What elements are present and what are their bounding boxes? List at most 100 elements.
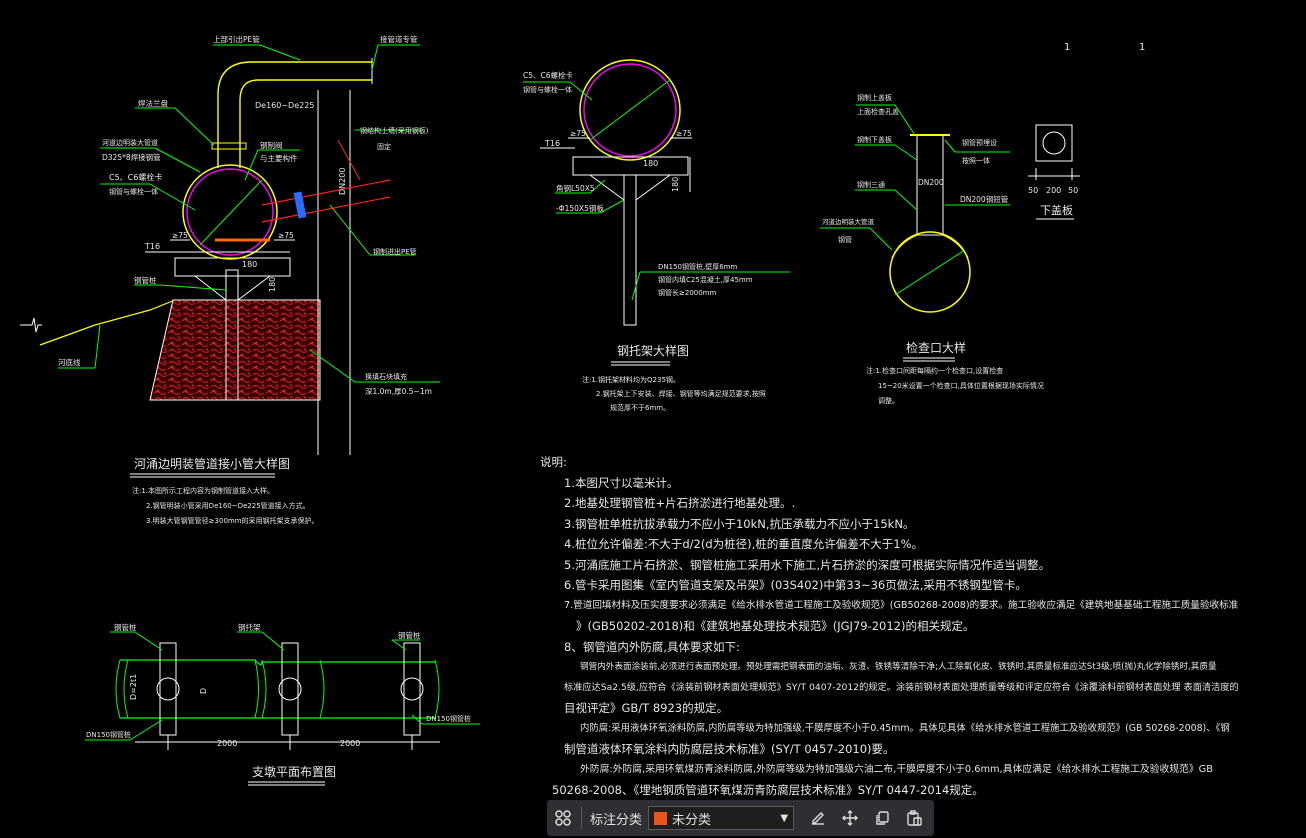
label-sleeve: 河道边明装大管道 xyxy=(102,138,158,147)
detail-e-support-plan[interactable]: 钢管桩 钢托架 钢管桩 D=2t1 D DN150钢管桩 DN150钢管桩 20… xyxy=(85,622,480,786)
grid-icon[interactable] xyxy=(547,802,579,834)
label-pipe-top: 上部引出PE管 xyxy=(213,34,260,44)
detail-b-note-2: 2.钢托架上下安装、焊接、钢管等均满足规范要求,按照 xyxy=(596,389,766,398)
detail-c-inspection-port[interactable]: 钢制上盖板 上面检查孔盖 钢制下盖板 钢制三通 河道边明装大管道 钢管 钢管预埋… xyxy=(820,93,1044,405)
pipe-diameter-line xyxy=(199,179,263,246)
plate-hole xyxy=(1042,131,1066,155)
brace xyxy=(194,275,227,301)
port-neck xyxy=(891,234,969,259)
support-plate xyxy=(174,257,291,277)
pier-3 xyxy=(403,642,421,736)
detail-a-note-3: 3.明装大管钢管管径≥300mm的采用钢托架支承保护。 xyxy=(146,516,319,525)
label-pile1: 钢管桩 xyxy=(114,622,137,632)
notes-heading: 说明: xyxy=(540,455,567,469)
label-fill2: 深1.0m,厚0.5~1m xyxy=(365,387,432,396)
note-6: 6.管卡采用图集《室内管道支架及吊架》(03S402)中第33~36页做法,采用… xyxy=(564,578,1027,592)
label-pipe-spec: DN150钢管桩,壁厚6mm xyxy=(658,262,737,271)
outlet-flange xyxy=(293,191,307,219)
label-dim-pipe: DN200 xyxy=(338,168,347,195)
note-1: 1.本图尺寸以毫米计。 xyxy=(564,475,679,490)
rubble-fill-hatch xyxy=(149,299,321,401)
detail-a-note-1: 注:1.本图所示工程内容为钢制管道接入大样。 xyxy=(132,486,274,495)
break-line xyxy=(20,317,42,333)
pier-2 xyxy=(281,642,299,736)
copy-icon[interactable] xyxy=(866,802,898,834)
category-select[interactable]: 未分类 ▼ xyxy=(648,806,795,830)
pipe-inner-circle xyxy=(583,63,677,157)
detail-a-pipe-connection[interactable]: 上部引出PE管 接管道专管 焊法兰盘 河道边明装大管道 D325*8焊接钢管 D… xyxy=(20,34,440,525)
label-dn200a: DN200 xyxy=(918,178,944,187)
edit-icon[interactable] xyxy=(802,802,834,834)
plan-pipe-top xyxy=(120,659,435,666)
label-left-pipe: DN150钢管桩 xyxy=(86,730,131,739)
label-l6: 钢管 xyxy=(838,235,852,244)
note-8-p3a: 外防腐:外防腐,采用环氧煤沥青涂料防腐,外防腐等级为特加强级六油二布,干膜厚度不… xyxy=(580,763,1213,775)
dim-span-1: 2000 xyxy=(217,739,237,748)
detail-e-title: 支墩平面布置图 xyxy=(252,765,336,779)
detail-b-steel-bracket[interactable]: C5、C6螺栓卡 钢管与螺栓一体 T16 ≥75 ≥75 180 180 角钢L… xyxy=(523,59,790,412)
label-l5: 河道边明装大管道 xyxy=(822,217,875,226)
support-pile xyxy=(623,174,637,326)
dim-50-left: 50 xyxy=(1028,186,1038,195)
label-len: 钢管长≥2000mm xyxy=(658,288,716,297)
label-valve2: 与主要构件 xyxy=(260,153,298,163)
toolbar-divider xyxy=(581,807,582,829)
note-2: 2.地基处理钢管桩+片石挤淤进行地基处理。. xyxy=(564,496,796,510)
category-label: 标注分类 xyxy=(590,812,643,828)
note-8-p2b: 制管道液体环氧涂料内防腐层技术标准》(SY/T 0457-2010)要。 xyxy=(564,742,895,756)
riser-pipe-inner xyxy=(239,79,372,168)
large-pipe-circle xyxy=(182,164,278,260)
paste-icon[interactable] xyxy=(898,802,930,834)
note-7a: 7.管道回填材料及压实度要求必须满足《给水排水管道工程施工及验收规范》(GB50… xyxy=(564,599,1239,611)
label-ring: T16 xyxy=(544,139,560,148)
label-dn: De160~De225 xyxy=(255,101,314,110)
pipe-break xyxy=(115,659,440,719)
label-conc: 钢管内填C25混凝土,厚45mm xyxy=(658,275,753,284)
label-right-pipe: 钢制进出PE管 xyxy=(373,247,417,256)
label-valve: 钢制阀 xyxy=(260,140,283,150)
riverbank-slope-line xyxy=(39,299,176,346)
brace xyxy=(635,174,671,201)
note-8-p1b: 标准应达Sa2.5级,应符合《涂装前钢材表面处理规范》SY/T 0407-201… xyxy=(564,681,1239,693)
detail-d-title: 下盖板 xyxy=(1040,203,1073,217)
label-dia: D=2t1 xyxy=(129,674,138,700)
move-icon[interactable] xyxy=(834,802,866,834)
label-h180: 180 xyxy=(268,277,277,292)
label-pipe-right: 接管道专管 xyxy=(380,34,418,44)
large-pipe-inner xyxy=(186,168,274,256)
label-ge75a: ≥75 xyxy=(172,231,188,240)
label-cfg2: 钢管与螺栓一体 xyxy=(523,85,572,94)
brace xyxy=(237,275,271,301)
label-dn200b: DN200钢短管 xyxy=(960,194,1009,204)
brace xyxy=(589,174,625,201)
general-notes: 说明: 1.本图尺寸以毫米计。 2.地基处理钢管桩+片石挤淤进行地基处理。. 3… xyxy=(540,452,1239,801)
label-plate: -Φ150X5钢板 xyxy=(556,203,604,213)
note-5: 5.河涌底施工片石挤淤、钢管桩施工采用水下施工,片石挤淤的深度可根据实际情况作适… xyxy=(564,557,1051,572)
detail-d-bottom-plate[interactable]: 50 200 50 下盖板 xyxy=(1028,124,1080,220)
label-l4: 钢制三通 xyxy=(857,180,885,189)
outlet-pipe-red xyxy=(261,179,391,223)
pipe-diameter-line xyxy=(589,79,671,141)
label-cfg: C5、C6螺栓卡 xyxy=(109,172,162,182)
note-3: 3.钢管桩单桩抗拔承载力不应小于10kN,抗压承载力不应小于15kN。 xyxy=(564,516,915,531)
label-pile2: 钢托架 xyxy=(238,622,261,632)
label-h180: 180 xyxy=(671,177,680,192)
dim-span-2: 2000 xyxy=(340,739,360,748)
page-mark-1: 1 xyxy=(1064,42,1070,53)
label-ge75b: ≥75 xyxy=(278,231,294,240)
pipe-circle xyxy=(579,59,681,161)
label-fill: 换填石块填充 xyxy=(365,372,407,381)
label-slope: 河底线 xyxy=(58,357,81,367)
detail-c-note-3: 调整。 xyxy=(878,396,899,405)
detail-b-note-3: 规范厚不于6mm。 xyxy=(610,403,670,412)
label-r2: 按照一体 xyxy=(962,156,990,165)
annotation-toolbar: 标注分类 未分类 ▼ xyxy=(547,800,934,836)
dim-200: 200 xyxy=(1046,186,1061,195)
label-cfg2: 钢管与螺栓一体 xyxy=(109,187,158,196)
note-8-p2a: 内防腐:采用液体环氧涂料防腐,内防腐等级为特加强级,干膜厚度不小于0.45mm。… xyxy=(580,722,1230,734)
port-pipe-circle xyxy=(889,231,971,313)
label-l1: 钢制上盖板 xyxy=(857,93,892,102)
riser-pipe-outer xyxy=(217,61,372,168)
label-pile3: 钢管桩 xyxy=(398,630,421,640)
